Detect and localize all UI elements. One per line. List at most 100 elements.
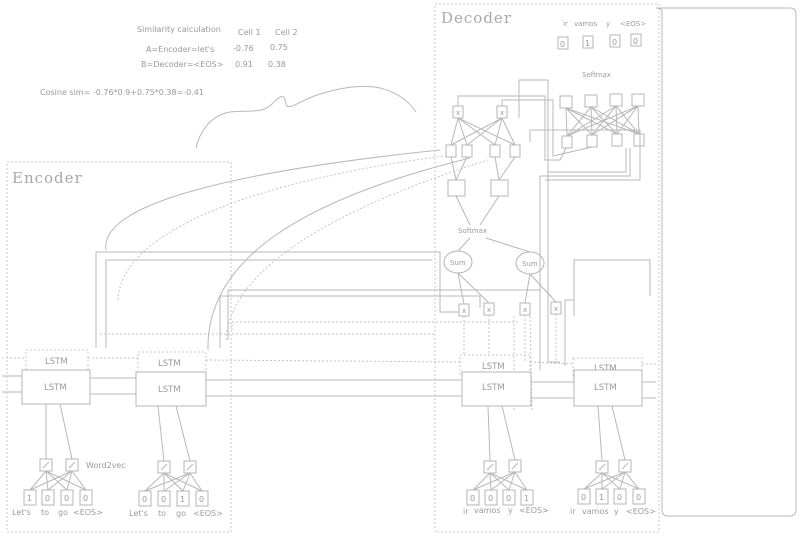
input-token: vamos bbox=[582, 507, 609, 516]
output-value: 1 bbox=[585, 39, 590, 48]
onehot-value: 0 bbox=[83, 494, 88, 503]
encoder-input-1: Word2vec 1 0 0 0 Let's to go <EOS> bbox=[12, 403, 126, 517]
similarity-rowB-v1: 0.91 bbox=[235, 60, 253, 69]
attention-wires bbox=[95, 149, 541, 351]
decoder-lstm-1-label: LSTM bbox=[482, 383, 505, 393]
decoder-title: Decoder bbox=[441, 9, 512, 27]
onehot-value: 1 bbox=[27, 494, 32, 503]
decoder-lstm-cell-2: LSTM LSTM bbox=[572, 357, 643, 407]
concat-node bbox=[509, 144, 521, 158]
output-token: y bbox=[606, 20, 610, 28]
softmax-node bbox=[584, 94, 598, 108]
output-token: vamos bbox=[574, 20, 598, 28]
mult-label: x bbox=[456, 109, 460, 117]
input-token: y bbox=[508, 506, 513, 515]
similarity-rowB-v2: 0.38 bbox=[268, 60, 286, 69]
input-token: <EOS> bbox=[626, 507, 656, 516]
output-value-box bbox=[557, 36, 569, 50]
attention-block: x x Softmax Sum Sum x x x x bbox=[443, 79, 641, 411]
output-token: ir bbox=[563, 20, 568, 28]
similarity-col1: Cell 1 bbox=[238, 28, 261, 37]
onehot-value: 0 bbox=[470, 494, 475, 503]
output-token: <EOS> bbox=[620, 20, 646, 28]
scribble-line bbox=[195, 85, 417, 149]
encoder-lstm-2 bbox=[135, 371, 207, 407]
onehot-value: 0 bbox=[636, 493, 641, 502]
fc-node bbox=[561, 135, 573, 149]
input-token: ir bbox=[570, 507, 576, 516]
input-token: y bbox=[614, 507, 619, 516]
sum-label: Sum bbox=[522, 260, 538, 268]
similarity-rowA-v2: 0.75 bbox=[270, 43, 288, 52]
cosine-sim-text: Cosine sim= -0.76*0.9+0.75*0.38=-0.41 bbox=[40, 88, 204, 97]
sum-label: Sum bbox=[450, 259, 466, 267]
onehot-value: 1 bbox=[599, 493, 604, 502]
input-token: to bbox=[158, 509, 166, 518]
softmax-node bbox=[609, 93, 623, 107]
encoder-lstm-1-label: LSTM bbox=[44, 383, 67, 393]
concat-node bbox=[461, 144, 473, 158]
decoder-lstm-1 bbox=[461, 371, 532, 407]
decoder-frame bbox=[434, 3, 660, 533]
output-value-box bbox=[630, 33, 642, 47]
output-value-box bbox=[582, 35, 594, 49]
decoder-connections bbox=[529, 148, 656, 399]
output-value-box bbox=[609, 34, 621, 48]
encoder-connections bbox=[2, 357, 462, 397]
input-token: Let's bbox=[12, 508, 31, 517]
encoder-lstm-cell-2: LSTM LSTM bbox=[135, 351, 207, 407]
mult-label: x bbox=[554, 305, 558, 313]
input-token: <EOS> bbox=[73, 508, 103, 517]
similarity-rowA-label: A=Encoder=let's bbox=[146, 45, 214, 54]
similarity-notes: Similarity calculation Cell 1 Cell 2 A=E… bbox=[40, 25, 417, 149]
decoder-lstm-2 bbox=[573, 369, 643, 407]
input-token: go bbox=[176, 509, 186, 518]
decoder-lstm-2-top bbox=[572, 357, 643, 379]
output-value: 0 bbox=[633, 37, 638, 46]
fc-node bbox=[633, 133, 645, 147]
decoder-lstm-1-top-label: LSTM bbox=[482, 362, 505, 372]
onehot-value: 0 bbox=[488, 494, 493, 503]
mult-label: x bbox=[462, 307, 466, 315]
encoder-lstm-2-label: LSTM bbox=[158, 385, 181, 395]
onehot-value: 0 bbox=[199, 495, 204, 504]
softmax-top-label: Softmax bbox=[582, 71, 611, 79]
softmax-node bbox=[631, 93, 645, 107]
encoder-lstm-2-top-label: LSTM bbox=[158, 359, 181, 369]
onehot-value: 0 bbox=[161, 495, 166, 504]
decoder-lstm-cell-1: LSTM LSTM bbox=[459, 354, 532, 407]
fc-node bbox=[611, 133, 623, 147]
onehot-value: 1 bbox=[180, 495, 185, 504]
context-node bbox=[447, 179, 466, 197]
decoder-lstm-2-label: LSTM bbox=[594, 383, 617, 393]
onehot-value: 0 bbox=[45, 494, 50, 503]
input-token: ir bbox=[463, 507, 469, 516]
decoder-input-2: 0 1 0 0 ir vamos y <EOS> bbox=[570, 405, 656, 516]
encoder-lstm-cell-1: LSTM LSTM bbox=[21, 349, 91, 405]
decoder-input-1: 0 0 0 1 ir vamos y <EOS> bbox=[463, 405, 549, 516]
encoder-lstm-1-top-label: LSTM bbox=[45, 357, 68, 367]
output-value: 0 bbox=[560, 40, 565, 49]
similarity-rowB-label: B=Decoder=<EOS> bbox=[141, 60, 223, 69]
input-token: go bbox=[58, 508, 68, 517]
similarity-heading: Similarity calculation bbox=[137, 25, 221, 34]
encoder-frame bbox=[6, 161, 232, 533]
similarity-rowA-v1: -0.76 bbox=[233, 44, 254, 53]
mult-label: x bbox=[487, 306, 491, 314]
input-token: to bbox=[41, 508, 49, 517]
fc-node bbox=[586, 134, 598, 148]
encoder-lstm-1 bbox=[21, 369, 91, 405]
mult-label: x bbox=[523, 306, 527, 314]
onehot-value: 0 bbox=[506, 494, 511, 503]
similarity-col2: Cell 2 bbox=[275, 28, 298, 37]
softmax-attention-label: Softmax bbox=[458, 227, 487, 235]
decoder-lstm-2-top-label: LSTM bbox=[594, 364, 617, 374]
context-node bbox=[490, 179, 509, 197]
input-token: Let's bbox=[129, 509, 148, 518]
output-value: 0 bbox=[612, 38, 617, 47]
input-token: <EOS> bbox=[519, 506, 549, 515]
concat-node bbox=[489, 144, 501, 158]
onehot-value: 0 bbox=[64, 494, 69, 503]
softmax-node bbox=[559, 95, 573, 109]
